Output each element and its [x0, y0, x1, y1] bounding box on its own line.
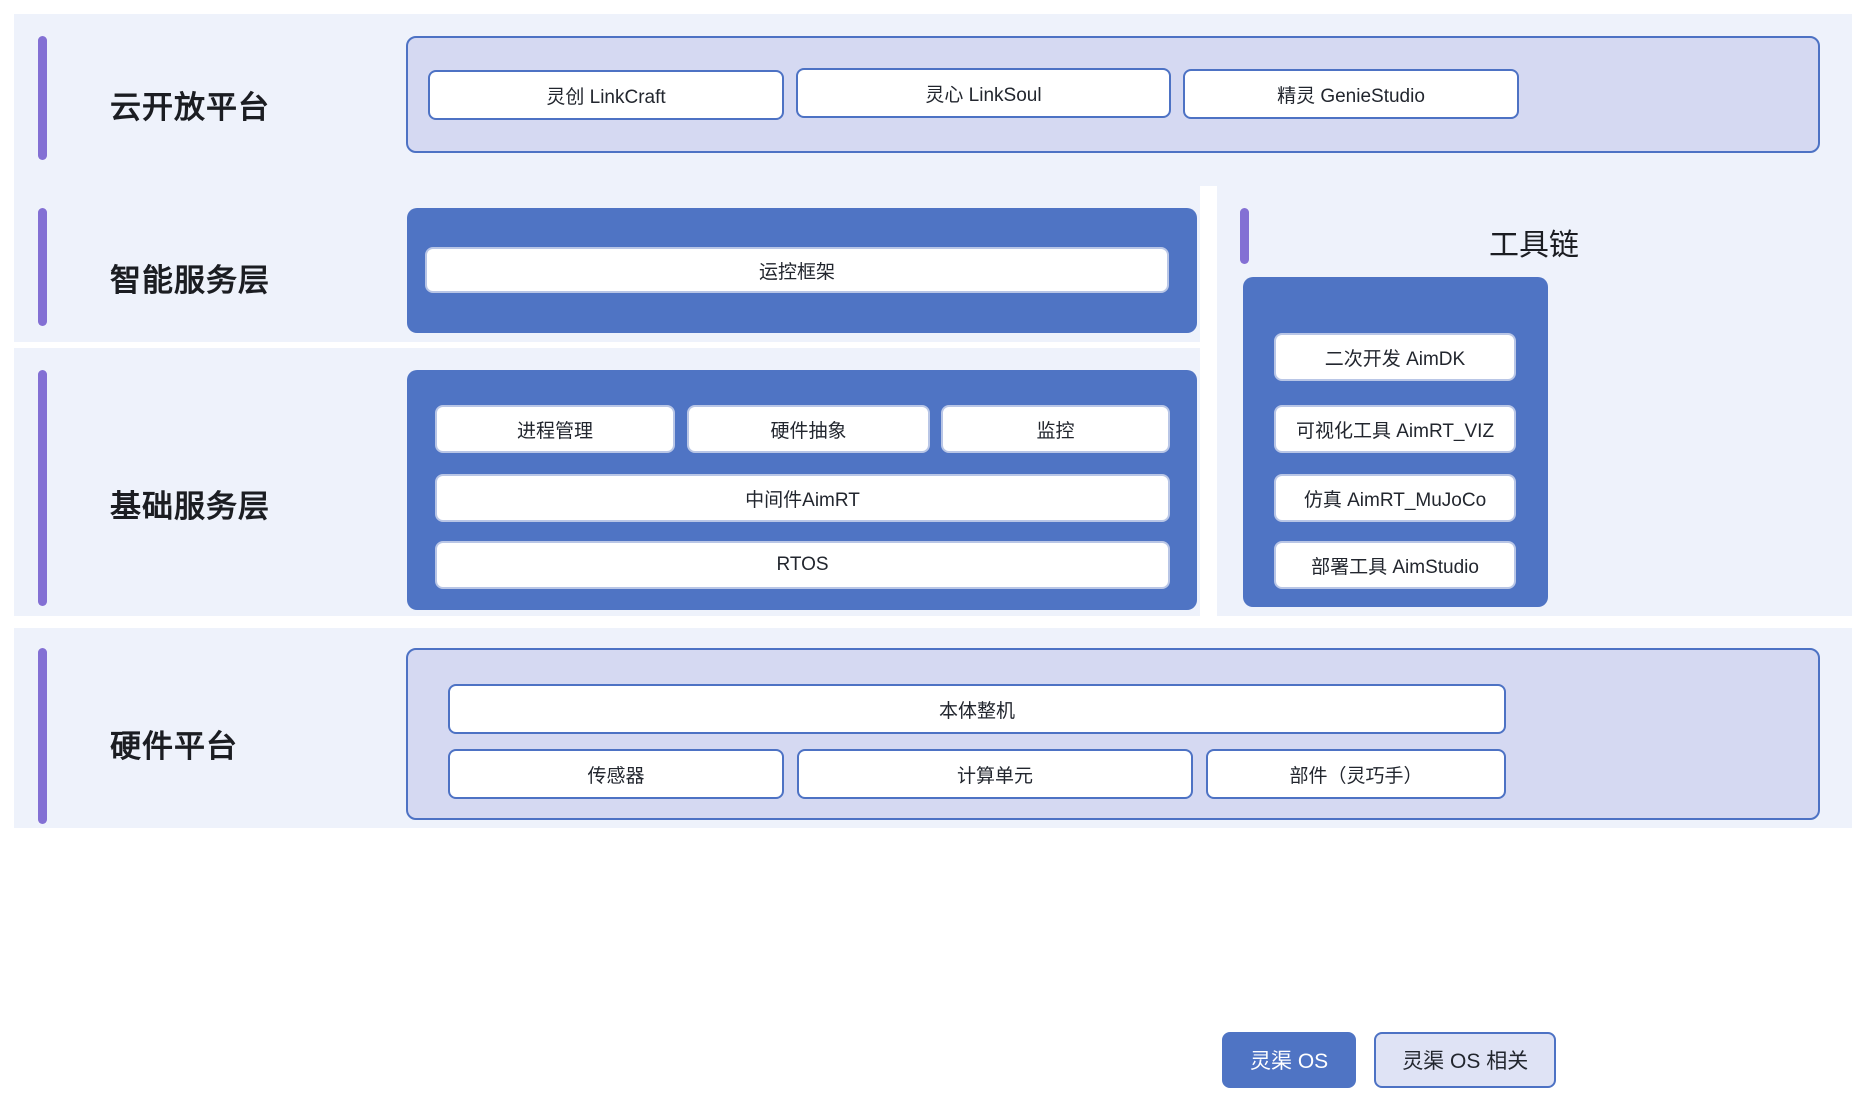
legend-key-lingqu-os-related[interactable]: 灵渠 OS 相关	[1374, 1032, 1557, 1088]
legend-key-lingqu-os[interactable]: 灵渠 OS	[1222, 1032, 1357, 1088]
chip-aimrt-viz[interactable]: 可视化工具 AimRT_VIZ	[1274, 405, 1516, 453]
chip-motion-control-framework[interactable]: 运控框架	[425, 247, 1169, 293]
legend: 灵渠 OS 灵渠 OS 相关	[1222, 1032, 1557, 1088]
chip-linkcraft[interactable]: 灵创 LinkCraft	[428, 70, 784, 120]
accent-bar-intelligent-service-layer	[38, 208, 47, 326]
chip-rtos[interactable]: RTOS	[435, 541, 1170, 589]
row-label-basic-service-layer: 基础服务层	[110, 489, 270, 524]
chip-aimstudio[interactable]: 部署工具 AimStudio	[1274, 541, 1516, 589]
chip-compute-unit[interactable]: 计算单元	[797, 749, 1193, 799]
accent-bar-toolchain	[1240, 208, 1249, 264]
toolchain-title: 工具链	[1489, 229, 1579, 262]
row-label-intelligent-service-layer: 智能服务层	[110, 263, 270, 298]
row-label-cloud-open-platform: 云开放平台	[110, 90, 270, 125]
chip-middleware-aimrt[interactable]: 中间件AimRT	[435, 474, 1170, 522]
accent-bar-hardware-platform	[38, 648, 47, 824]
accent-bar-basic-service-layer	[38, 370, 47, 606]
chip-process-management[interactable]: 进程管理	[435, 405, 675, 453]
chip-aimdk[interactable]: 二次开发 AimDK	[1274, 333, 1516, 381]
row-label-hardware-platform: 硬件平台	[110, 729, 238, 764]
chip-geniestudio[interactable]: 精灵 GenieStudio	[1183, 69, 1519, 119]
chip-hardware-abstraction[interactable]: 硬件抽象	[687, 405, 930, 453]
chip-component-dexterous-hand[interactable]: 部件（灵巧手）	[1206, 749, 1506, 799]
chip-aimrt-mujoco[interactable]: 仿真 AimRT_MuJoCo	[1274, 474, 1516, 522]
chip-main-body[interactable]: 本体整机	[448, 684, 1506, 734]
chip-sensor[interactable]: 传感器	[448, 749, 784, 799]
chip-linksoul[interactable]: 灵心 LinkSoul	[796, 68, 1171, 118]
accent-bar-cloud-open-platform	[38, 36, 47, 160]
chip-monitoring[interactable]: 监控	[941, 405, 1170, 453]
